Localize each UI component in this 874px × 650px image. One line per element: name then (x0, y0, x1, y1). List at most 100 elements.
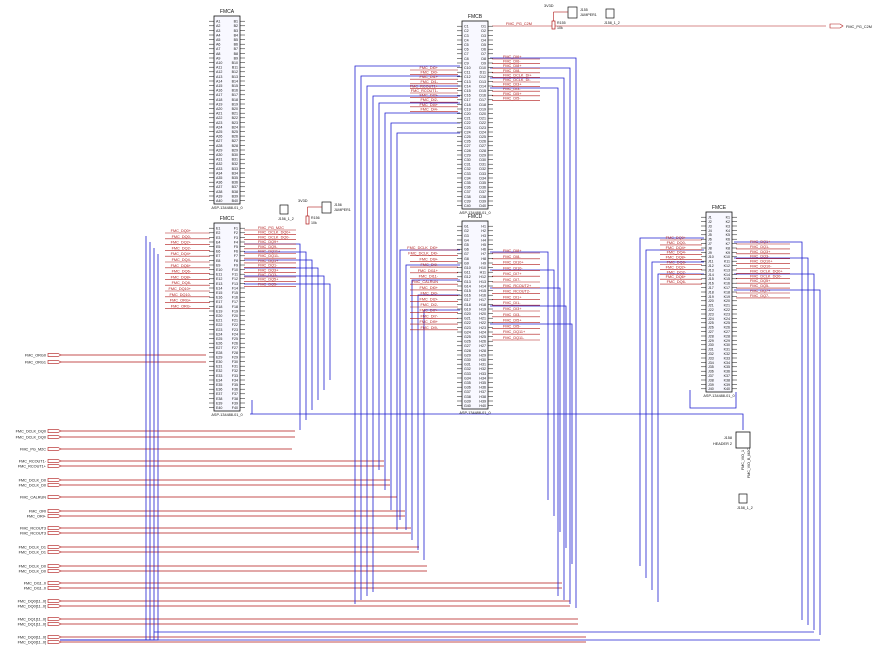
pin-number: E36 (216, 388, 222, 392)
pin-number: D17 (479, 98, 486, 102)
wire-layer (60, 57, 821, 643)
pin-number: E16 (216, 296, 222, 300)
pin-number: F35 (232, 383, 238, 387)
pin-number: D3 (481, 34, 486, 38)
pin-number: B3 (234, 29, 238, 33)
test-point-label: J156_1_2 (278, 217, 294, 221)
pin-number: F4 (234, 240, 238, 244)
pin-number: H40 (479, 404, 486, 408)
net-label: FMC_DCLK_DI- (503, 78, 531, 82)
pin-number: A30 (216, 153, 222, 157)
net-label: FMC_DQ1+ (258, 259, 279, 263)
pin-number: K10 (724, 255, 730, 259)
pin-number: B39 (232, 194, 238, 198)
net-label: FMC_DQ2+ (666, 265, 687, 269)
pin-number: B22 (232, 116, 238, 120)
pin-number: F3 (234, 236, 238, 240)
pin-number: K21 (724, 304, 730, 308)
connector-title: FMCE (712, 205, 727, 211)
pin-number: K27 (724, 330, 730, 334)
pin-number: H28 (479, 349, 486, 353)
pin-number: G1 (464, 225, 469, 229)
pin-number: E32 (216, 369, 222, 373)
net-label: FMC_RCOUT1- (411, 89, 439, 93)
pin-number: F8 (234, 259, 238, 263)
pin-number: C22 (464, 121, 471, 125)
pin-number: D19 (479, 107, 486, 111)
pin-number: C13 (464, 80, 471, 84)
pin-number: K36 (724, 370, 730, 374)
net-label: FMC_ORG- (171, 304, 192, 308)
net-label: FMC_DQ2+ (171, 241, 192, 245)
port-arrow (47, 514, 62, 518)
routed-wire (651, 261, 704, 590)
pin-number: F40 (232, 406, 238, 410)
pin-number: A23 (216, 121, 222, 125)
pin-number: B32 (232, 162, 238, 166)
pin-number: A40 (216, 199, 222, 203)
pin-number: A26 (216, 135, 222, 139)
jumper-body (567, 6, 578, 19)
pin-number: A22 (216, 116, 222, 120)
pin-number: G12 (464, 275, 471, 279)
pin-number: A32 (216, 162, 222, 166)
pin-number: F10 (232, 268, 238, 272)
net-label: FMC_DCLK_DI0+ (407, 246, 438, 250)
pin-number: A3 (216, 29, 220, 33)
pin-number: D34 (479, 176, 486, 180)
pin-number: B38 (232, 190, 238, 194)
net-label: FMC_DI0+ (420, 66, 439, 70)
pin-number: D7 (481, 52, 486, 56)
routed-wire (60, 236, 147, 641)
pin-number: E8 (216, 259, 220, 263)
net-label: FMC_DI9+ (420, 320, 439, 324)
net-label: FMC_DQ11+ (258, 250, 281, 254)
pin-number: E13 (216, 282, 222, 286)
pin-number: G13 (464, 280, 471, 284)
routed-wire (390, 122, 460, 510)
pin-number: A7 (216, 47, 220, 51)
port-label: FMC_CALRUN (20, 496, 46, 500)
header-body (735, 431, 751, 449)
net-label: FMC_DI3- (503, 87, 521, 91)
pin-number: D8 (481, 57, 486, 61)
pin-number: J29 (708, 339, 714, 343)
pin-number: G23 (464, 326, 471, 330)
routed-wire (734, 289, 821, 635)
net-label: FMC_DQ3+ (258, 268, 279, 272)
pin-number: D15 (479, 89, 486, 93)
test-point-body (279, 204, 289, 215)
pin-number: G22 (464, 321, 471, 325)
routed-wire (689, 390, 737, 409)
pin-number: A9 (216, 56, 220, 60)
routed-wire (372, 95, 460, 592)
pin-number: C37 (464, 190, 471, 194)
pin-number: H31 (479, 363, 486, 367)
net-label: FMC_DQ2- (172, 246, 192, 250)
net-label: FMC_DQ8- (172, 281, 192, 285)
pin-number: K33 (724, 356, 730, 360)
off-page-port: FMC_ORI (29, 509, 62, 514)
off-page-port: FMC_RCOUT3 (20, 526, 62, 531)
pin-number: C38 (464, 195, 471, 199)
pin-number: D24 (479, 130, 486, 134)
pin-number: B2 (234, 24, 238, 28)
pin-number: C36 (464, 186, 471, 190)
pin-number: J25 (708, 321, 714, 325)
pin-number: J4 (708, 229, 712, 233)
pin-number: F38 (232, 397, 238, 401)
net-label: FMC_DCLK_DI0- (408, 252, 438, 256)
pin-number: K3 (726, 224, 730, 228)
pin-number: K30 (724, 343, 730, 347)
power-label: 3V3D (544, 4, 554, 8)
pin-number: B27 (232, 139, 238, 143)
routed-wire (244, 259, 313, 410)
net-label: FMC_DI3- (503, 313, 521, 317)
pin-number: G36 (464, 386, 471, 390)
pin-number: A37 (216, 185, 222, 189)
pin-number: H30 (479, 358, 486, 362)
pin-number: H34 (479, 376, 486, 380)
pin-number: B30 (232, 153, 238, 157)
pin-number: G16 (464, 294, 471, 298)
